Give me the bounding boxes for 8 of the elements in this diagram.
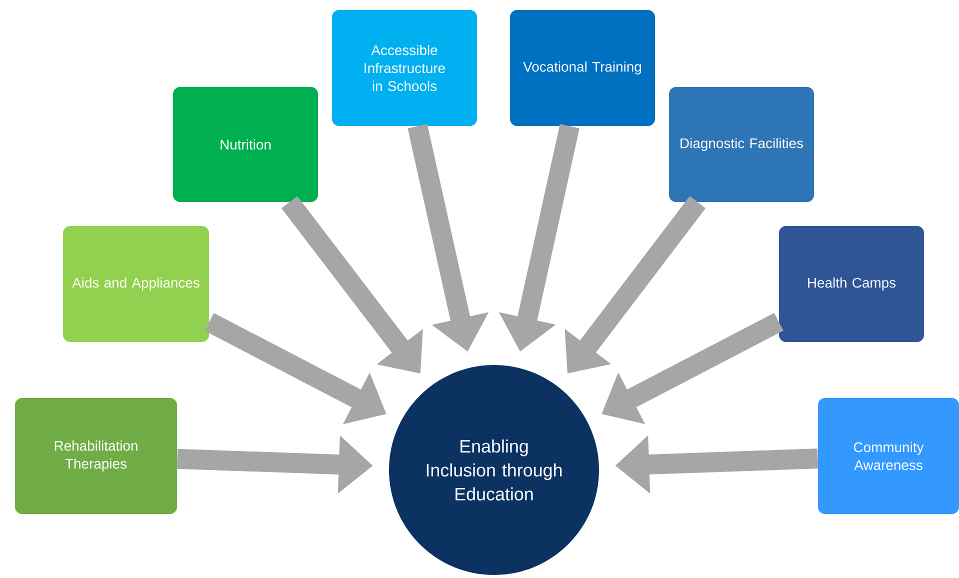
- category-box: Accessible Infrastructure in Schools: [332, 10, 477, 126]
- category-box: Community Awareness: [818, 398, 959, 514]
- category-box: Diagnostic Facilities: [669, 86, 814, 202]
- category-box: Vocational Training: [510, 10, 655, 126]
- category-box: Aids and Appliances: [63, 226, 209, 342]
- category-box: Rehabilitation Therapies: [15, 398, 177, 514]
- category-box: Nutrition: [173, 86, 318, 202]
- category-box: Health Camps: [779, 226, 924, 342]
